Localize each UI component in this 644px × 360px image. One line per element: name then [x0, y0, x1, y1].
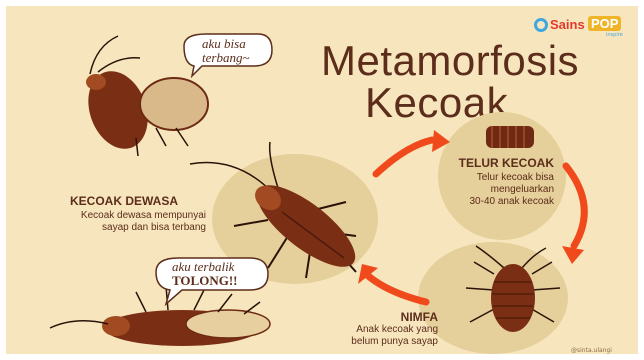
adult-desc-line-1: Kecoak dewasa mempunyai: [40, 210, 206, 222]
adult-title: KECOAK DEWASA: [70, 194, 178, 208]
flip-bubble-line-1: aku terbalik: [172, 260, 238, 274]
infographic: Sains POP inspire Metamorfosis Kecoak: [6, 6, 638, 354]
nymph-desc-line-1: Anak kecoak yang: [326, 324, 438, 336]
nymph-title: NIMFA: [356, 310, 438, 324]
egg-desc-line-3: 30-40 anak kecoak: [426, 196, 554, 208]
flipped-cockroach-icon: [50, 286, 270, 346]
egg-title: TELUR KECOAK: [438, 156, 554, 170]
nymph-desc-line-2: belum punya sayap: [326, 336, 438, 348]
egg-case-icon: [486, 126, 534, 148]
nymph-body: [491, 264, 535, 332]
egg-desc-line-1: Telur kecoak bisa: [426, 172, 554, 184]
fly-bubble-text: aku bisa terbang~: [202, 37, 249, 65]
author-credit: @sinta.ulangi: [571, 347, 612, 354]
flip-bubble-line-2: TOLONG!!: [172, 274, 238, 288]
adult-desc-line-2: sayap dan bisa terbang: [40, 222, 206, 234]
egg-desc: Telur kecoak bisa mengeluarkan 30-40 ana…: [426, 172, 554, 208]
fly-bubble-line-2: terbang~: [202, 51, 249, 65]
adult-desc: Kecoak dewasa mempunyai sayap dan bisa t…: [40, 210, 206, 234]
flip-bubble-text: aku terbalik TOLONG!!: [172, 260, 238, 288]
nymph-desc: Anak kecoak yang belum punya sayap: [326, 324, 438, 348]
fly-bubble-line-1: aku bisa: [202, 37, 249, 51]
egg-desc-line-2: mengeluarkan: [426, 184, 554, 196]
